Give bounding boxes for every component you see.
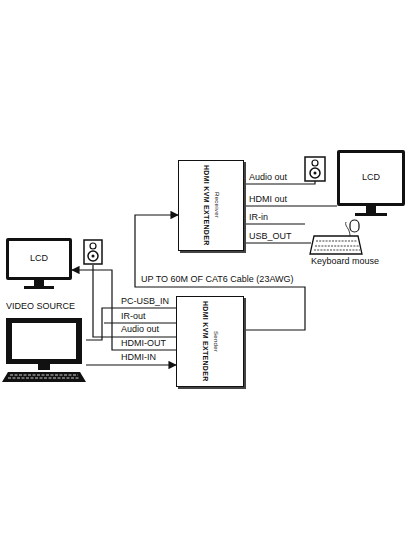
receiver-box: HDMI KVM EXTENDERReceiver — [178, 160, 244, 251]
cable-connector — [86, 364, 176, 365]
node-label: VIDEO SOURCE — [6, 302, 75, 312]
ir-wire — [104, 322, 176, 323]
cable-connector — [244, 205, 337, 206]
cable-label: PC-USB_IN — [120, 297, 170, 307]
port-label: IR-in — [248, 213, 269, 223]
device-title: HDMI KVM EXTENDER — [202, 165, 210, 246]
device-label: Keyboard mouse — [310, 257, 380, 267]
keyboard-icon — [310, 236, 362, 254]
speaker-icon — [84, 240, 102, 264]
port-label: Audio out — [120, 325, 160, 335]
device-title: HDMI KVM EXTENDER — [201, 301, 209, 382]
port-label: IR-out — [120, 312, 147, 322]
ir-wire — [244, 223, 305, 224]
node-label: LCD — [30, 254, 48, 264]
node-label: LCD — [362, 173, 380, 183]
lcd-monitor: LCD — [6, 238, 72, 280]
computer-icon — [2, 318, 86, 382]
video-source: VIDEO SOURCE — [6, 302, 86, 382]
cable-connector — [86, 308, 176, 340]
device-role: Sender — [212, 331, 219, 352]
port-label: Audio out — [248, 173, 288, 183]
cable-label: HDMI-OUT — [120, 339, 167, 349]
lcd-monitor: LCD — [337, 150, 405, 206]
cable-label: UP TO 60M OF CAT6 Cable (23AWG) — [140, 275, 295, 285]
speaker-icon — [305, 157, 325, 181]
device-role: Receiver — [213, 192, 220, 218]
cable-label: HDMI out — [248, 195, 288, 205]
cable-label: HDMI-IN — [120, 353, 157, 363]
mouse-icon — [346, 220, 359, 236]
usb-wire — [244, 242, 311, 243]
sender-box: HDMI KVM EXTENDERSender — [176, 296, 244, 387]
port-label: USB_OUT — [248, 232, 293, 242]
monitor-stand — [24, 280, 54, 289]
monitor-stand — [355, 206, 387, 216]
